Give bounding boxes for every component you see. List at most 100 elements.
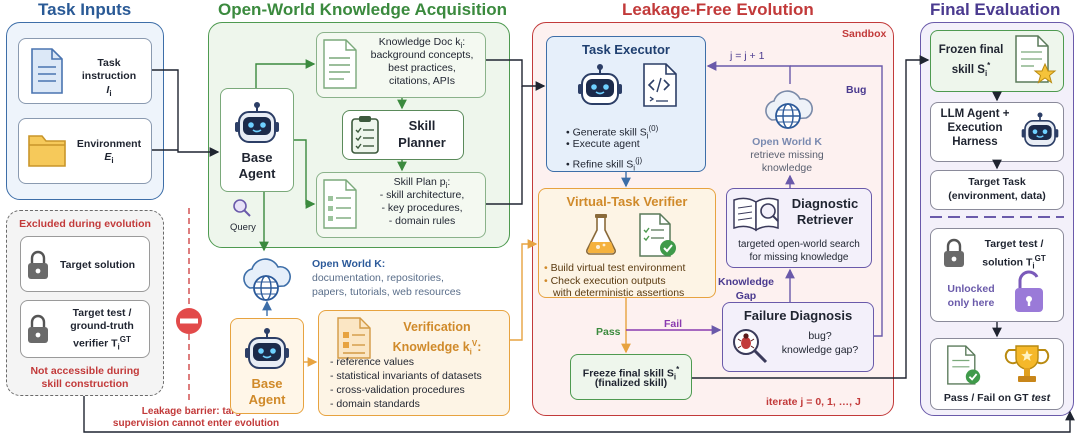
leakage-barrier-1: Leakage barrier: target (141, 406, 251, 417)
task-inputs-title: Task Inputs (38, 0, 132, 19)
knowledge-doc-title: Knowledge Doc ki: (378, 36, 466, 51)
skill-planner-label-2: Planner (398, 135, 446, 150)
robot-icon (578, 64, 622, 105)
open-world-title: Open World K: (312, 258, 386, 270)
knowledge-doc-icon (323, 39, 357, 89)
skill-plan-line: - key procedures, (381, 202, 463, 214)
virtual-verifier-box (538, 188, 716, 298)
target-task-label-1: Target Task (968, 176, 1026, 188)
llm-agent-label-3: Harness (952, 136, 998, 148)
robot-icon (1021, 112, 1059, 147)
llm-agent-label-1: LLM Agent + (940, 108, 1010, 120)
pass-label: Pass (596, 326, 621, 338)
open-world-line: papers, tutorials, web resources (312, 286, 461, 298)
document-icon (31, 48, 63, 94)
virtual-verifier-title: Virtual-Task Verifier (566, 194, 688, 209)
unlocked-label-1: Unlocked (947, 283, 995, 295)
target-test-final-1: Target test / (984, 238, 1044, 250)
flask-icon (586, 214, 616, 255)
ow-retrieve-line: knowledge (761, 162, 813, 174)
executor-item: • Generate skill Si(0) (566, 124, 659, 141)
knowledge-doc-line: citations, APIs (389, 75, 455, 87)
target-test-label-1: Target test / (72, 307, 132, 319)
executor-item: • Refine skill Si(j) (566, 156, 643, 173)
robot-icon (245, 328, 289, 369)
failure-line: knowledge gap? (781, 344, 859, 356)
unlocked-label-2: only here (947, 297, 995, 309)
base-agent-2-label-1: Base (251, 376, 283, 391)
freeze-subtitle: (finalized skill) (594, 377, 668, 389)
code-file-icon (643, 63, 677, 107)
verification-line: - statistical invariants of datasets (330, 370, 482, 382)
base-agent-2-label-2: Agent (248, 392, 286, 407)
retriever-line: targeted open-world search (738, 239, 860, 250)
magnifier-icon (233, 199, 251, 217)
query-label: Query (230, 222, 256, 233)
final-evaluation-title: Final Evaluation (930, 0, 1061, 19)
leakage-free-evolution-title: Leakage-Free Evolution (622, 0, 814, 19)
checklist-icon (947, 345, 981, 385)
environment-var: Ei (104, 151, 114, 166)
knowledge-gap-2: Gap (735, 290, 757, 302)
skill-plan-line: - domain rules (388, 215, 456, 227)
verification-title-1: Verification (403, 320, 471, 334)
freeze-title: Freeze final skill Si* (582, 365, 680, 382)
frozen-skill-label-2: skill Si* (951, 61, 991, 79)
no-entry-icon (176, 308, 202, 334)
leakage-barrier-line (188, 208, 190, 400)
verification-doc-icon (337, 317, 371, 359)
cloud-globe-icon (243, 258, 291, 301)
task-executor-title: Task Executor (582, 42, 670, 57)
verification-line: - domain standards (330, 398, 420, 410)
excluded-title: Excluded during evolution (19, 218, 151, 230)
knowledge-acquisition-title: Open-World Knowledge Acquisition (218, 0, 507, 19)
environment-label: Environment (76, 138, 142, 150)
checklist-icon (639, 213, 676, 257)
unlocked-padlock-icon (1015, 270, 1043, 312)
verifier-item: • Build virtual test environment (544, 262, 686, 274)
target-task-label-2: (environment, data) (948, 190, 1046, 202)
verifier-item: with deterministic assertions (553, 287, 685, 299)
pass-fail-label: Pass / Fail on GT test (943, 392, 1051, 404)
target-test-label-2: ground-truth (70, 320, 134, 332)
knowledge-gap-1: Knowledge (717, 276, 774, 288)
llm-agent-label-2: Execution (947, 122, 1003, 134)
skill-planner-label-1: Skill (408, 118, 436, 133)
target-test-label-3: verifier TiGT (73, 335, 131, 352)
verifier-item: • Check execution outputs (544, 275, 666, 287)
task-instruction-label: Task instruction (81, 57, 137, 82)
verification-title-2: Knowledge kiV: (392, 339, 482, 357)
knowledge-doc-line: background concepts, (370, 49, 474, 61)
frozen-skill-label-1: Frozen final (938, 44, 1004, 56)
skill-plan-title: Skill Plan pi: (393, 176, 451, 191)
retriever-line: for missing knowledge (749, 252, 849, 263)
verification-line: - reference values (330, 356, 415, 368)
robot-icon (235, 102, 279, 143)
j-update-label: j = j + 1 (730, 50, 765, 62)
target-test-final-2: solution TiGT (982, 254, 1046, 271)
cloud-globe-icon (765, 90, 813, 129)
star-document-icon (1015, 35, 1057, 84)
lock-icon (944, 238, 964, 267)
target-task-box (930, 170, 1064, 210)
bug-label: Bug (846, 84, 867, 96)
bug-search-icon (733, 329, 768, 364)
skill-plan-line: - skill architecture, (379, 189, 465, 201)
base-agent-label-1: Base (241, 150, 273, 165)
trophy-icon (1004, 345, 1050, 382)
failure-line: bug? (808, 330, 832, 342)
failure-title: Failure Diagnosis (743, 308, 853, 323)
folder-icon (28, 135, 66, 167)
lock-icon (28, 250, 48, 279)
retriever-title-2: Retriever (796, 212, 854, 227)
iterate-label: iterate j = 0, 1, …, J (766, 396, 861, 408)
book-search-icon (733, 197, 779, 232)
leakage-barrier-2: supervision cannot enter evolution (112, 418, 280, 429)
target-solution-label: Target solution (60, 259, 136, 271)
knowledge-doc-line: best practices, (388, 62, 456, 74)
not-accessible-2: skill construction (41, 378, 129, 390)
ow-retrieve-title: Open World K (752, 136, 822, 148)
fail-label: Fail (664, 318, 683, 330)
divider-dashed (930, 216, 1064, 218)
